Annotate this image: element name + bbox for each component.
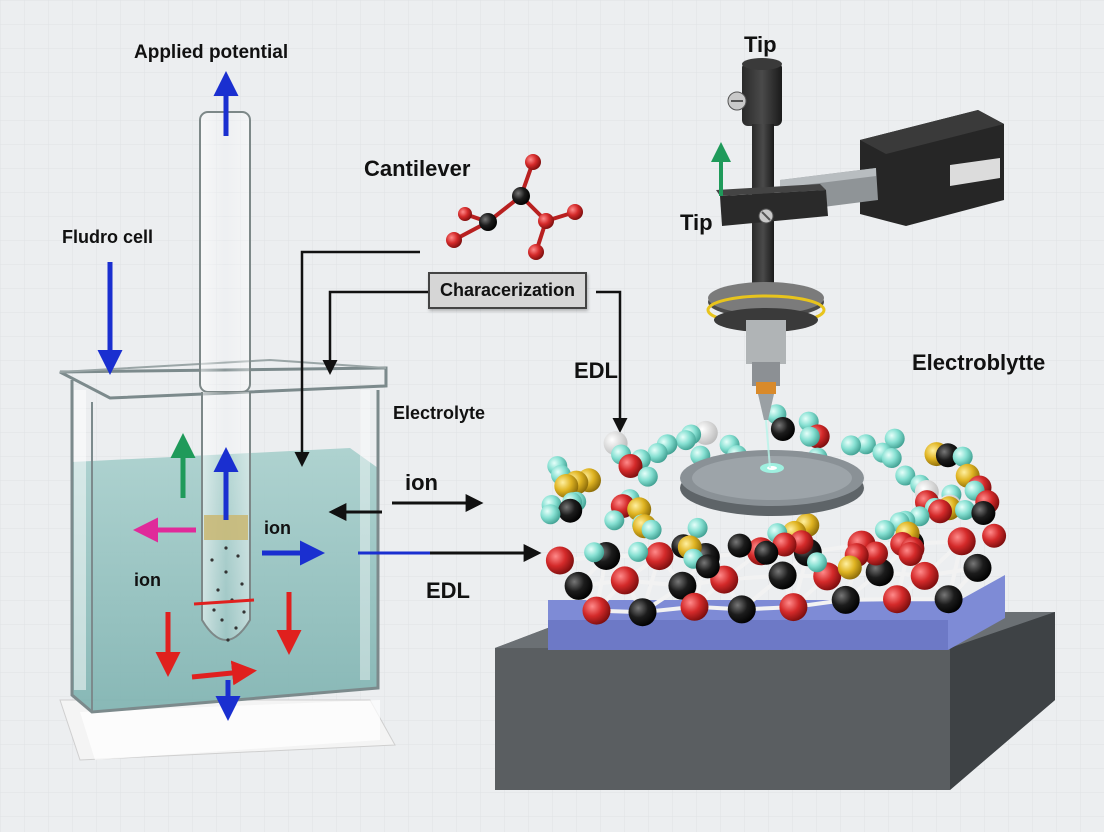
molecule-atom — [458, 207, 472, 221]
lattice-atom — [895, 465, 916, 486]
lattice-atom — [687, 517, 708, 538]
lattice-atom — [971, 501, 996, 525]
sample-disc — [680, 450, 864, 516]
lattice-atom — [727, 533, 752, 558]
lattice-atom — [540, 504, 561, 525]
edl-lower-label: EDL — [426, 578, 470, 603]
characterization-label: Characerization — [440, 280, 576, 300]
ion-left-label: ion — [134, 570, 161, 590]
lattice-atom — [883, 585, 911, 614]
lattice-atom — [772, 532, 797, 557]
lattice-atom — [582, 596, 611, 625]
tip-clamp — [720, 190, 828, 226]
molecule-atom — [538, 213, 554, 229]
lattice-atom — [727, 595, 756, 624]
lattice-atom — [874, 520, 895, 540]
lattice-atom — [604, 510, 625, 531]
lattice-atom — [881, 448, 902, 468]
sample-stage — [495, 575, 1055, 790]
lattice-atom — [768, 561, 797, 590]
lattice-atom — [963, 553, 992, 582]
molecule-atom — [479, 213, 497, 231]
lattice-atom — [865, 558, 894, 587]
edl-upper-label: EDL — [574, 358, 618, 383]
lattice-atom — [680, 592, 709, 621]
lattice-atom — [898, 542, 923, 566]
characterization-box: Characerization — [428, 272, 588, 309]
lattice-atom — [668, 571, 697, 600]
lattice-atom — [831, 585, 860, 614]
beaker — [59, 358, 396, 761]
lattice-atom — [564, 571, 593, 600]
electroblytte-label: Electroblytte — [912, 350, 1046, 375]
lattice-atom — [584, 542, 605, 563]
lattice-atom — [807, 552, 827, 573]
molecule-atom — [512, 187, 530, 205]
characterization-connector-right — [596, 290, 628, 433]
afm-tip — [758, 394, 774, 420]
cantilever-connector — [294, 250, 420, 467]
lattice-atom — [695, 554, 720, 579]
tip-side-label: Tip — [680, 210, 713, 235]
lattice-atom — [628, 541, 649, 562]
lattice-atom — [675, 430, 696, 451]
lattice-atom — [955, 500, 975, 520]
lattice-atom — [637, 466, 658, 487]
cantilever-label: Cantilever — [364, 156, 471, 181]
lattice-atom — [799, 426, 820, 447]
lattice-atom — [841, 435, 861, 456]
lattice-atom — [910, 561, 939, 590]
lattice-atom — [628, 598, 657, 627]
lattice-atom — [545, 546, 574, 575]
tip-top-label: Tip — [744, 32, 777, 57]
red-right-arrow — [191, 660, 257, 686]
test-tube-upper — [199, 111, 251, 393]
lattice-atom — [610, 566, 639, 595]
lattice-atom — [754, 540, 779, 565]
lattice-atom — [884, 428, 905, 449]
lattice-atom — [934, 585, 963, 614]
fludro-cell-label: Fludro cell — [62, 227, 154, 247]
ion-right-label: ion — [405, 470, 438, 495]
lattice-atom — [952, 446, 973, 467]
lattice-atom — [928, 499, 952, 524]
lattice-atom — [618, 454, 643, 478]
test-tube-sample — [204, 515, 248, 540]
test-tube — [199, 111, 251, 642]
lattice-atom — [982, 523, 1007, 548]
lattice-atom — [837, 555, 862, 580]
objective-body — [746, 320, 786, 364]
ion-inner-label: ion — [264, 518, 291, 538]
molecule-atom — [528, 244, 544, 260]
lattice-atom — [770, 417, 795, 441]
electrolyte-label: Electrolyte — [393, 403, 486, 423]
lattice-atom — [779, 593, 808, 622]
molecule-atom — [446, 232, 462, 248]
molecule-atom — [567, 204, 583, 220]
characterization-connector-left — [322, 290, 428, 375]
red-divider-line — [193, 598, 255, 606]
lattice-atom — [641, 519, 662, 540]
lattice-atom — [647, 443, 668, 463]
floating-molecule — [446, 154, 583, 260]
lattice-atom — [558, 498, 583, 523]
molecule-atom — [525, 154, 541, 170]
afm-top-cap — [742, 62, 782, 126]
lattice-atom — [645, 542, 674, 571]
lattice-atom — [855, 434, 876, 455]
lattice-atom — [554, 474, 579, 498]
applied-potential-label: Applied potential — [134, 42, 289, 63]
crystal-lattice — [540, 404, 1007, 627]
lattice-atom — [947, 527, 976, 556]
afm-instrument — [706, 58, 1004, 469]
lattice-atom — [864, 541, 888, 566]
